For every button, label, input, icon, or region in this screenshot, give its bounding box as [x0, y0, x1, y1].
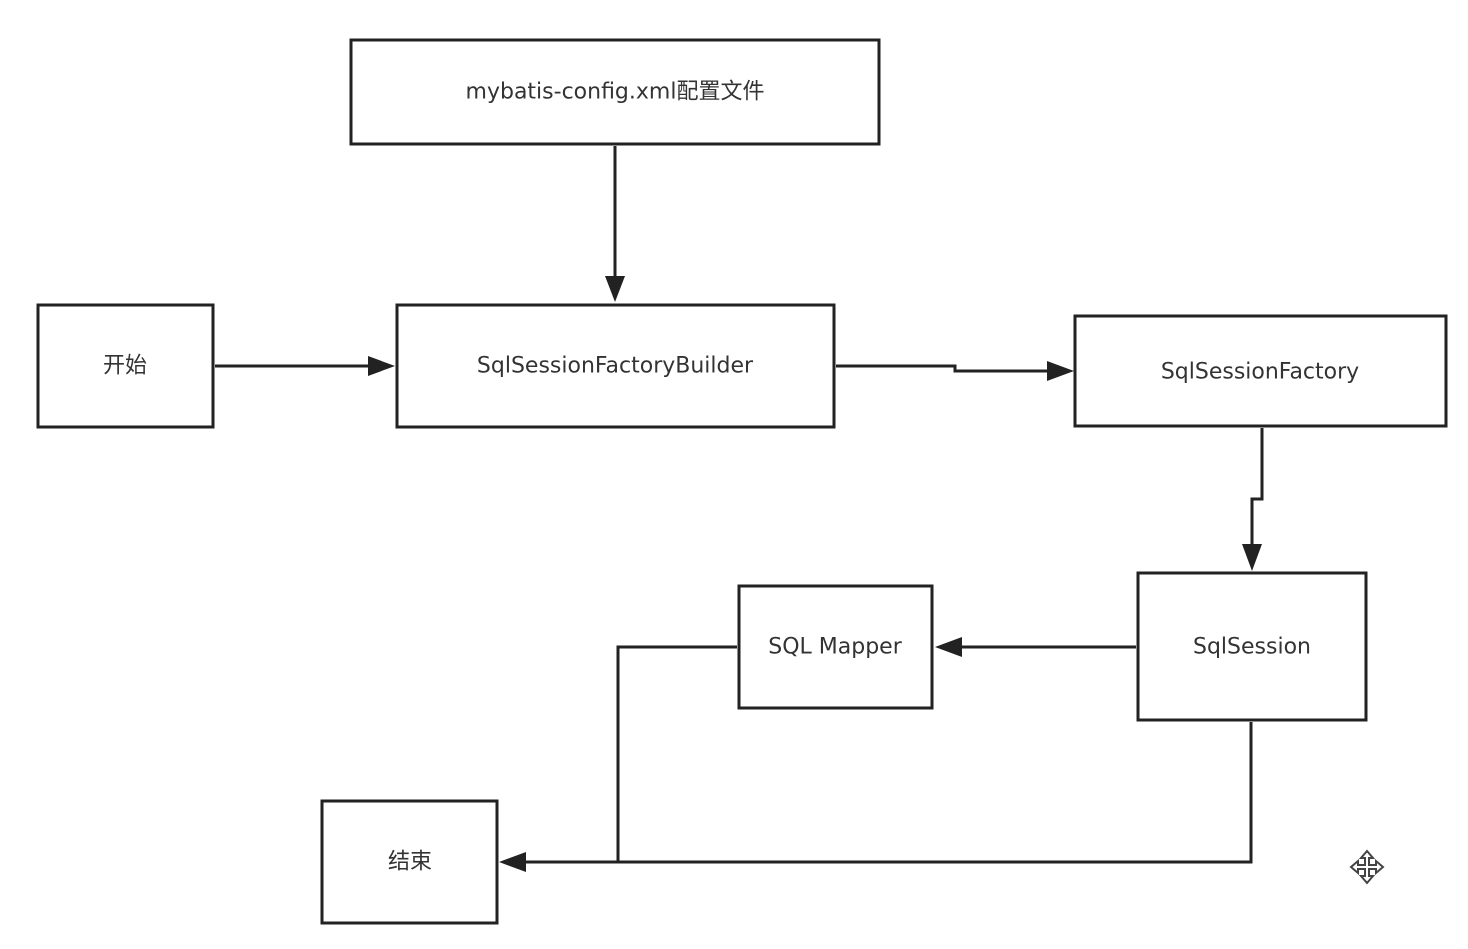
arrowhead-config-to-builder	[605, 276, 625, 302]
edge-builder-to-factory	[836, 364, 1050, 373]
node-builder-label: SqlSessionFactoryBuilder	[477, 354, 754, 379]
node-factory[interactable]: SqlSessionFactory	[1073, 314, 1448, 428]
arrowhead-start-to-builder	[368, 356, 395, 376]
node-factory-label: SqlSessionFactory	[1161, 360, 1359, 385]
node-config-label: mybatis-config.xml配置文件	[466, 80, 765, 105]
arrowhead-factory-to-session	[1242, 544, 1262, 571]
node-end[interactable]: 结束	[320, 799, 499, 925]
node-session-label: SqlSession	[1193, 635, 1311, 660]
arrowhead-builder-to-factory	[1047, 361, 1074, 381]
edge-factory-to-session	[1250, 428, 1264, 548]
arrowhead-session-to-mapper	[935, 637, 962, 657]
node-config[interactable]: mybatis-config.xml配置文件	[349, 38, 881, 146]
node-builder[interactable]: SqlSessionFactoryBuilder	[395, 303, 836, 429]
edge-mapper-to-end	[522, 645, 737, 864]
edges	[215, 146, 1264, 872]
node-start-label: 开始	[103, 354, 147, 379]
arrowhead-to-end	[499, 852, 526, 872]
node-start[interactable]: 开始	[36, 303, 215, 429]
edge-session-to-end	[522, 722, 1253, 864]
node-mapper[interactable]: SQL Mapper	[737, 584, 934, 710]
node-mapper-label: SQL Mapper	[768, 635, 902, 660]
move-cursor-icon	[1349, 849, 1385, 885]
node-session[interactable]: SqlSession	[1136, 571, 1368, 722]
node-end-label: 结束	[388, 850, 432, 875]
